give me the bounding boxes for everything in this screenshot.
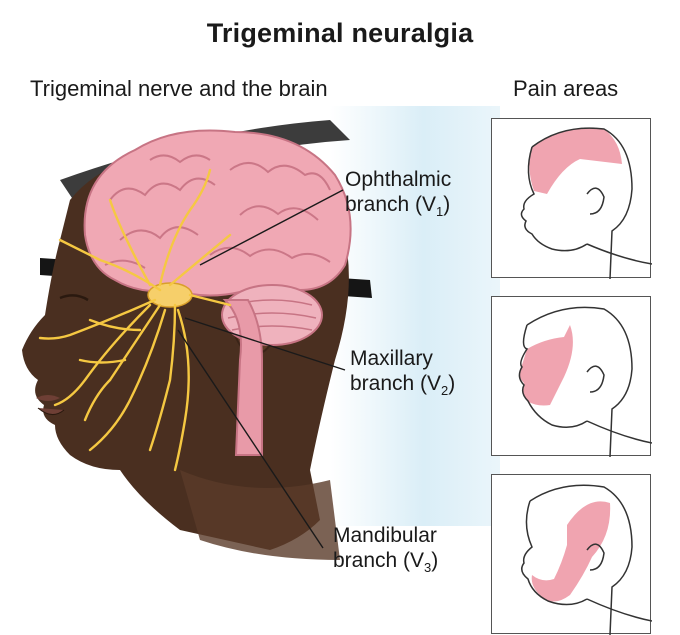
ear-outline <box>586 187 605 215</box>
lips <box>36 395 60 401</box>
mandibular-subscript: 3 <box>424 560 432 576</box>
pain-area-forehead <box>529 128 622 194</box>
head-outline <box>531 127 633 279</box>
mandibular-branch-text: branch (V <box>333 549 425 572</box>
lips-lower <box>37 407 65 415</box>
ophthalmic-close: ) <box>443 193 451 216</box>
head-outline <box>529 484 633 635</box>
shoulder-line <box>586 598 652 622</box>
mandibular-name: Mandibular <box>333 524 437 547</box>
ear-outline <box>586 365 605 393</box>
head-outline <box>526 306 633 457</box>
pain-area-cheek <box>519 325 573 406</box>
neck-shadow <box>180 470 340 560</box>
eye <box>59 294 89 302</box>
mandibular-close: ) <box>431 549 439 572</box>
ophthalmic-subscript: 1 <box>436 204 444 220</box>
trigeminal-nerves <box>38 168 232 472</box>
pain-area-jaw <box>531 501 611 602</box>
maxillary-label: Maxillary branch (V2) <box>350 346 455 403</box>
brainstem <box>222 299 263 456</box>
pain-panel-mandibular <box>491 474 652 635</box>
shoulder-line <box>586 420 652 444</box>
pain-panel-ophthalmic <box>491 118 652 279</box>
maxillary-name: Maxillary <box>350 347 433 370</box>
face-outline <box>518 324 588 428</box>
ear-outline <box>586 543 605 571</box>
subtitle-nerve-brain: Trigeminal nerve and the brain <box>30 76 328 101</box>
maxillary-branch-text: branch (V <box>350 372 442 395</box>
ophthalmic-label: Ophthalmic branch (V1) <box>345 167 451 224</box>
face-outline <box>521 500 588 606</box>
maxillary-subscript: 2 <box>441 383 449 399</box>
pain-panel-maxillary <box>491 296 652 457</box>
face-outline <box>520 146 588 252</box>
ophthalmic-branch-text: branch (V <box>345 193 437 216</box>
leader-lines <box>177 189 346 549</box>
mandibular-label: Mandibular branch (V3) <box>333 523 438 580</box>
page-title: Trigeminal neuralgia <box>206 18 474 48</box>
brain-folds <box>104 154 331 269</box>
subtitle-pain-areas: Pain areas <box>513 76 619 101</box>
background-glow <box>330 106 500 526</box>
ophthalmic-name: Ophthalmic <box>345 168 452 191</box>
shoulder-line <box>586 243 652 265</box>
maxillary-close: ) <box>448 372 456 395</box>
